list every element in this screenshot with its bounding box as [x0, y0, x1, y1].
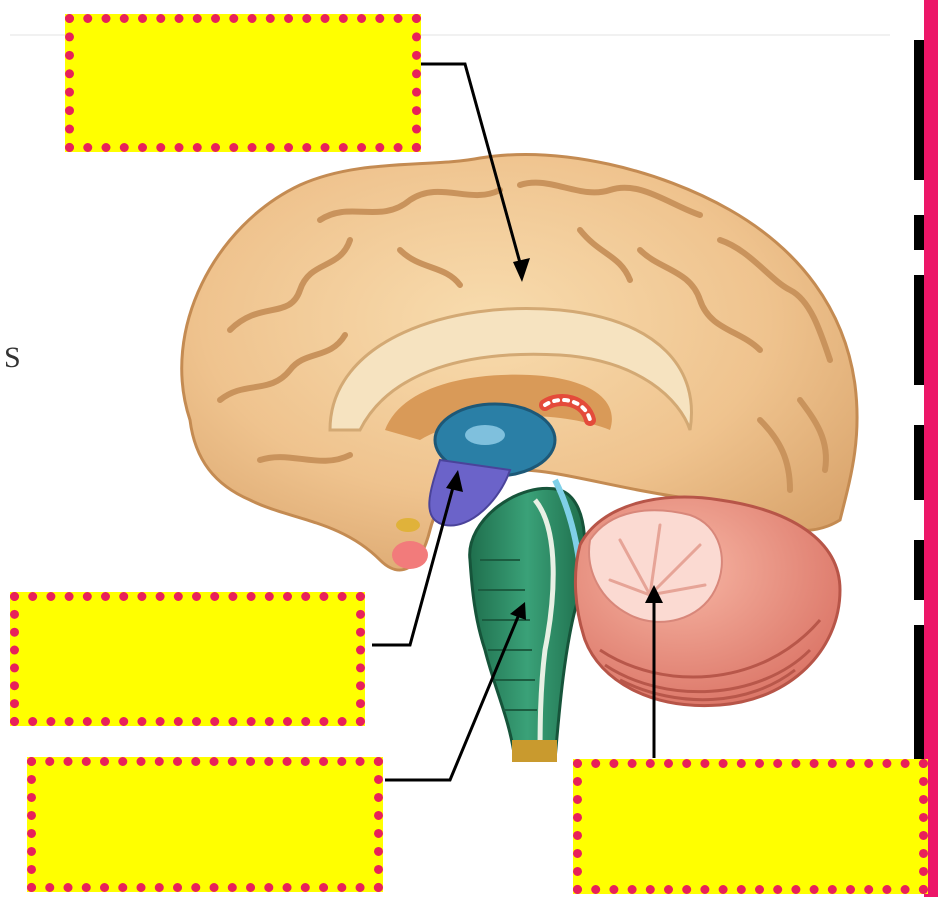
label-box-brainstem[interactable] [27, 757, 383, 892]
spinal-cord-tip [512, 740, 557, 762]
thalamus-highlight [465, 425, 505, 445]
pituitary-gland [392, 541, 428, 569]
optic-chiasm [396, 518, 420, 532]
brainstem-shape [470, 488, 585, 760]
label-box-cerebellum[interactable] [573, 759, 928, 894]
label-box-thalamus[interactable] [10, 592, 365, 726]
label-box-cerebrum[interactable] [65, 14, 421, 152]
